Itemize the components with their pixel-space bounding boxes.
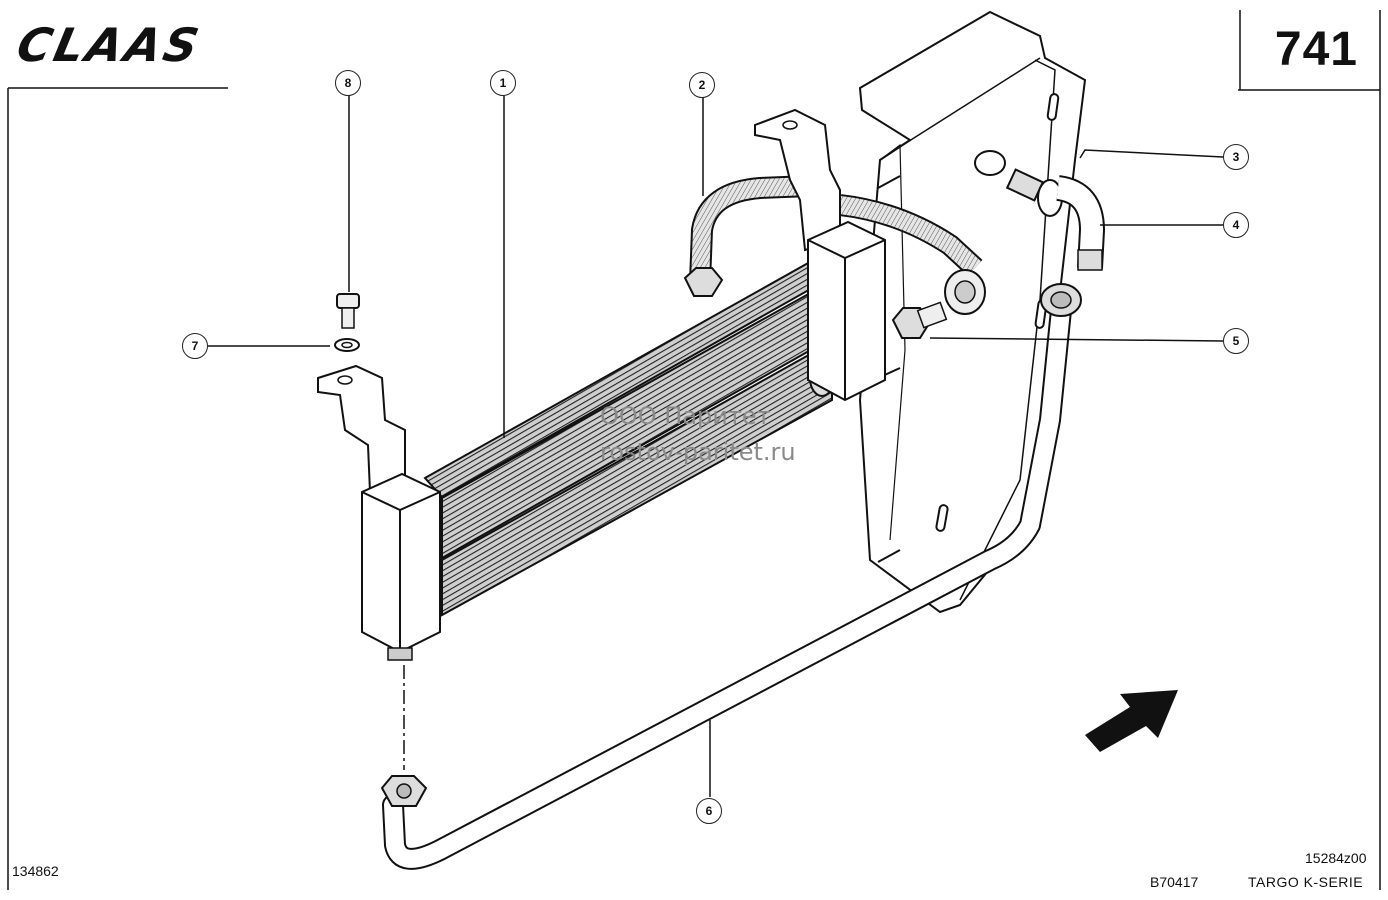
- callout-5: 5: [1223, 328, 1249, 354]
- page-frame: [7, 10, 1381, 890]
- pipe-nut-upper: [1040, 283, 1082, 317]
- figure-code: 15284z00: [1305, 850, 1367, 866]
- watermark-line-2: rostov-paritet.ru: [600, 438, 796, 466]
- callout-7: 7: [182, 333, 208, 359]
- brand-logo: CLAAS: [12, 18, 207, 72]
- callout-1: 1: [490, 70, 516, 96]
- hose-upper: [838, 194, 986, 315]
- return-pipe: [380, 283, 1082, 870]
- revision-code: B70417: [1150, 874, 1199, 890]
- leader-lines: [208, 95, 1224, 797]
- pipe-nut-lower: [380, 775, 428, 807]
- hose-2: [683, 175, 811, 297]
- oil-cooler: [317, 108, 886, 661]
- fitting-3-4: [1005, 168, 1106, 271]
- callout-6: 6: [696, 798, 722, 824]
- callout-4: 4: [1223, 212, 1249, 238]
- direction-arrow: [1085, 690, 1178, 752]
- drawing-number: 134862: [12, 863, 59, 879]
- fitting-5: [891, 301, 948, 339]
- watermark-line-1: ООО Паритет: [600, 402, 771, 430]
- callout-2: 2: [689, 72, 715, 98]
- watermark: ООО Паритет rostov-paritet.ru: [600, 398, 796, 470]
- series-label: TARGO K-SERIE: [1248, 874, 1364, 890]
- callout-3: 3: [1223, 144, 1249, 170]
- page-number: 741: [1274, 23, 1358, 76]
- callout-8: 8: [335, 70, 361, 96]
- bolt-8: [336, 293, 360, 329]
- washer-7: [334, 338, 360, 352]
